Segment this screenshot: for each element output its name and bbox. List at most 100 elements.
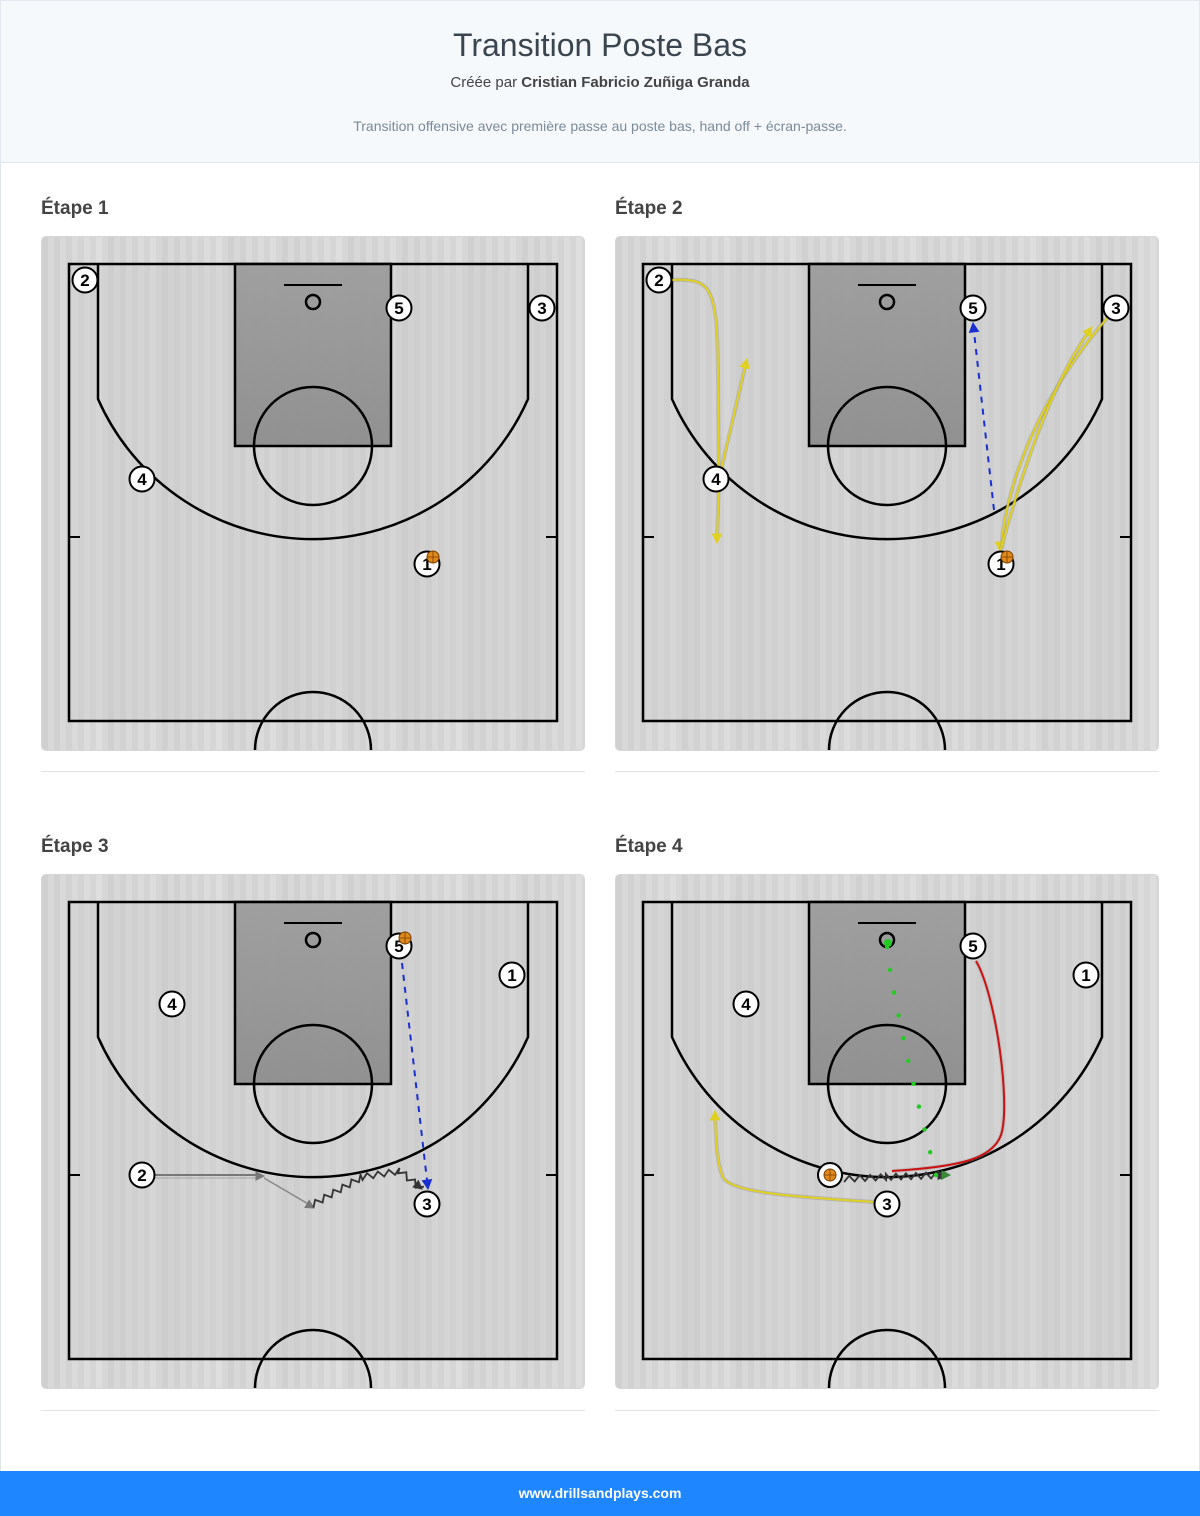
play-description: Transition offensive avec première passe…: [353, 118, 847, 134]
ball-icon: [823, 1168, 837, 1182]
court-lines: [67, 262, 559, 750]
pass-line: [972, 322, 995, 511]
paint-area: [807, 900, 967, 1086]
court-floor: [42, 237, 584, 750]
separator: [615, 1410, 1159, 1411]
play-header: Transition Poste Bas Créée par Cristian …: [0, 0, 1200, 163]
rim: [304, 293, 322, 311]
svg-text:5: 5: [968, 937, 977, 956]
shot-dot: [896, 1013, 901, 1018]
cut-line: [714, 1114, 875, 1203]
svg-text:2: 2: [654, 271, 663, 290]
svg-text:3: 3: [1111, 299, 1120, 318]
shot-dot: [933, 1172, 939, 1178]
player-3: 3: [413, 1190, 441, 1218]
svg-text:5: 5: [394, 937, 403, 956]
dribble-line: [312, 1167, 425, 1208]
separator: [615, 771, 1159, 772]
three-point-line: [670, 902, 1104, 1179]
shot-dot: [901, 1036, 906, 1041]
ball-icon: [1000, 550, 1014, 564]
svg-text:1: 1: [1081, 966, 1090, 985]
shot-dot: [887, 967, 893, 972]
author-name: Cristian Fabricio Zuñiga Granda: [521, 74, 750, 91]
arrow-head: [709, 1109, 721, 1121]
arrow-head: [421, 1179, 433, 1191]
player-2: 2: [128, 1161, 156, 1189]
svg-text:3: 3: [422, 1195, 431, 1214]
court-floor: [42, 875, 584, 1388]
court-step-1: 2 5 3 4 1: [41, 236, 585, 751]
arrow-head: [941, 1170, 952, 1180]
three-point-line: [96, 264, 530, 541]
separator: [41, 1410, 585, 1411]
svg-text:1: 1: [996, 555, 1005, 574]
arrow-head: [1082, 326, 1093, 338]
svg-text:4: 4: [137, 470, 147, 489]
site-link[interactable]: www.drillsandplays.com: [518, 1485, 682, 1501]
svg-text:2: 2: [80, 271, 89, 290]
player-2: 2: [71, 266, 99, 294]
player-5: 5: [959, 932, 987, 960]
player-4: 4: [158, 990, 186, 1018]
page-border-left: [0, 0, 1, 1516]
svg-text:5: 5: [968, 299, 977, 318]
cut-line: [671, 278, 721, 540]
free-throw-circle: [252, 385, 374, 507]
shot-dot: [922, 1127, 927, 1132]
svg-text:2: 2: [137, 1166, 146, 1185]
svg-text:4: 4: [711, 470, 721, 489]
shot-dot: [891, 990, 897, 995]
footer: www.drillsandplays.com: [0, 1471, 1200, 1516]
separator: [41, 771, 585, 772]
step-4-title: Étape 4: [615, 836, 683, 857]
center-circle: [253, 690, 373, 750]
center-circle: [253, 1328, 373, 1388]
arrow-head: [255, 1171, 266, 1181]
paint-area: [233, 900, 393, 1086]
player-1: 1: [1072, 961, 1100, 989]
pass-line: [401, 962, 429, 1190]
shot-dot: [911, 1081, 916, 1086]
arrow-head: [968, 321, 980, 333]
shot-dot: [906, 1058, 911, 1064]
shot-dot: [927, 1150, 933, 1155]
paint-area: [233, 262, 393, 448]
svg-text:4: 4: [741, 995, 751, 1014]
three-point-line: [670, 264, 1104, 541]
player-5: 5: [385, 294, 413, 322]
court-lines: [641, 262, 1133, 750]
svg-text:3: 3: [882, 1195, 891, 1214]
svg-text:1: 1: [507, 966, 516, 985]
ball-icon: [398, 931, 412, 945]
svg-text:4: 4: [167, 995, 177, 1014]
ball-icon: [426, 550, 440, 564]
player-4: 4: [702, 465, 730, 493]
court-lines: [641, 900, 1133, 1388]
step-3-title: Étape 3: [41, 836, 109, 857]
player-4: 4: [732, 990, 760, 1018]
shot-target: [884, 939, 892, 947]
dribble-line: [843, 1170, 947, 1183]
player-3: 3: [873, 1190, 901, 1218]
court-step-3: 4 1 5 2 3: [41, 874, 585, 1389]
three-point-line: [96, 902, 530, 1179]
play-title: Transition Poste Bas: [452, 27, 748, 63]
svg-text:5: 5: [394, 299, 403, 318]
created-by-label: Créée par: [450, 74, 518, 91]
cut-line: [718, 362, 747, 480]
rim: [878, 293, 896, 311]
roll-line: [891, 960, 1006, 1172]
screen-line: [263, 1177, 311, 1206]
paint-area: [807, 262, 967, 448]
cut-line: [1000, 329, 1091, 550]
free-throw-circle: [826, 1023, 948, 1145]
court-floor: [616, 875, 1158, 1388]
arrow-head: [739, 357, 750, 370]
player-5: 5: [959, 294, 987, 322]
svg-text:3: 3: [537, 299, 546, 318]
svg-text:1: 1: [422, 555, 431, 574]
player-3: 3: [1102, 294, 1130, 322]
court-step-4: 4 1 5 3: [615, 874, 1159, 1389]
byline: Créée par Cristian Fabricio Zuñiga Grand…: [1, 74, 1199, 91]
